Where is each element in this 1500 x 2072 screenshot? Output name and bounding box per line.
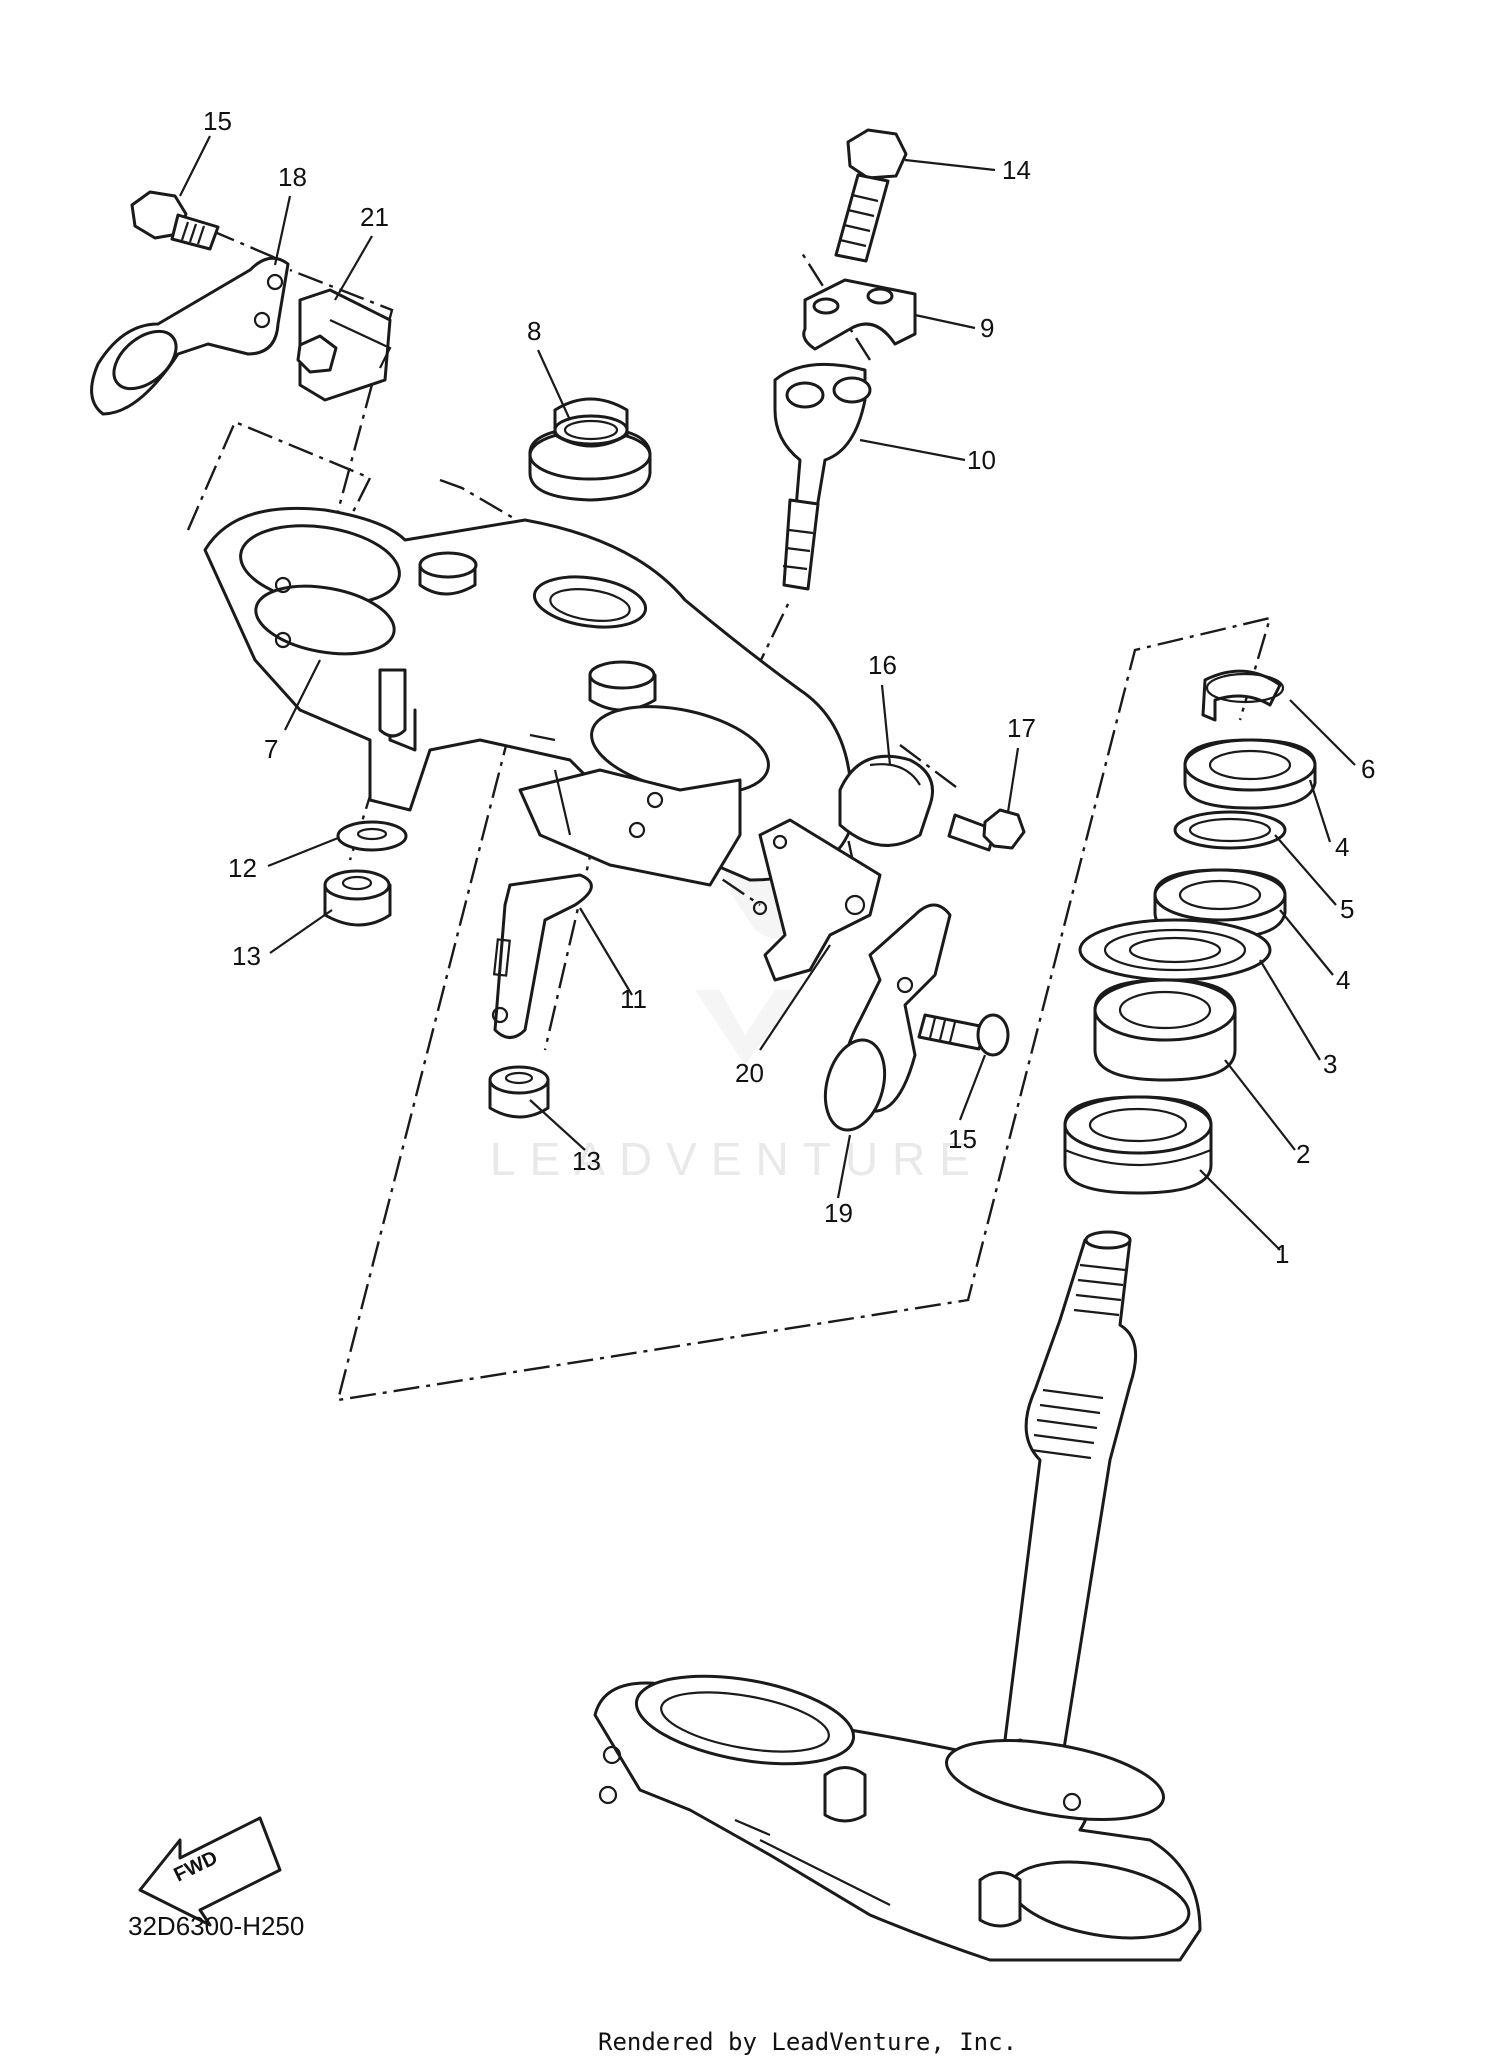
callout-1: 1	[1275, 1239, 1289, 1269]
upper-bracket-7	[203, 506, 853, 887]
callout-16: 16	[868, 650, 897, 680]
washer-12	[336, 820, 408, 852]
callout-15-lower: 15	[948, 1124, 977, 1154]
bearing-1	[1063, 1095, 1213, 1195]
clamp-21	[296, 288, 392, 402]
callout-19: 18	[278, 162, 307, 192]
callout-9: 9	[980, 313, 994, 343]
bolt-15-lower	[917, 1013, 1010, 1057]
callout-6: 6	[1361, 754, 1375, 784]
callout-11: 11	[620, 984, 647, 1014]
callout-13-right: 13	[572, 1146, 601, 1176]
handlebar-cap-9	[802, 278, 917, 351]
bracket-11	[491, 873, 593, 1039]
ring-nut-4-upper	[1183, 738, 1317, 810]
callout-4-lower: 4	[1336, 965, 1350, 995]
clamp-16	[838, 754, 934, 847]
callout-13-left: 13	[232, 941, 261, 971]
bolt-14	[834, 128, 908, 263]
bolt-17	[947, 808, 1026, 852]
hose-guide-18	[823, 903, 952, 1132]
callout-21: 21	[360, 202, 389, 232]
bearing-2	[1093, 978, 1237, 1082]
callout-20: 20	[735, 1058, 764, 1088]
steering-stem	[993, 1230, 1138, 1823]
callout-5: 5	[1340, 894, 1354, 924]
watermark-text: LEADVENTURE	[490, 1133, 984, 1185]
lock-washer-5	[1173, 810, 1287, 850]
callout-15-upper: 15	[203, 106, 232, 136]
render-credit: Rendered by LeadVenture, Inc.	[598, 2028, 1017, 2056]
callout-10: 10	[967, 445, 996, 475]
callout-labels: 15 18 21 8 14 9 10 16 17 6 4 5 4 3 2 1 7…	[203, 106, 1375, 1269]
forward-arrow-icon: FWD	[138, 1816, 282, 1927]
bracket-20	[752, 818, 882, 982]
cover-3	[1078, 918, 1272, 982]
hose-guide-19	[90, 256, 290, 416]
washer-6	[1201, 669, 1285, 722]
nut-13-left	[323, 869, 392, 927]
callout-18: 19	[824, 1198, 853, 1228]
callout-2: 2	[1296, 1139, 1310, 1169]
leader-lines	[179, 135, 1356, 1251]
callout-12: 12	[228, 853, 257, 883]
callout-8: 8	[527, 316, 541, 346]
handlebar-holder-10	[773, 362, 872, 591]
callout-4-upper: 4	[1335, 832, 1349, 862]
callout-7: 7	[264, 734, 278, 764]
callout-17: 17	[1007, 713, 1036, 743]
stem-nut-8	[528, 397, 652, 502]
callout-3: 3	[1323, 1049, 1337, 1079]
diagram-code: 32D6300-H250	[128, 1911, 304, 1941]
lower-bracket	[593, 1674, 1202, 1962]
callout-14: 14	[1002, 155, 1031, 185]
bolt-15-upper	[130, 190, 220, 251]
nut-13-right	[488, 1065, 550, 1119]
